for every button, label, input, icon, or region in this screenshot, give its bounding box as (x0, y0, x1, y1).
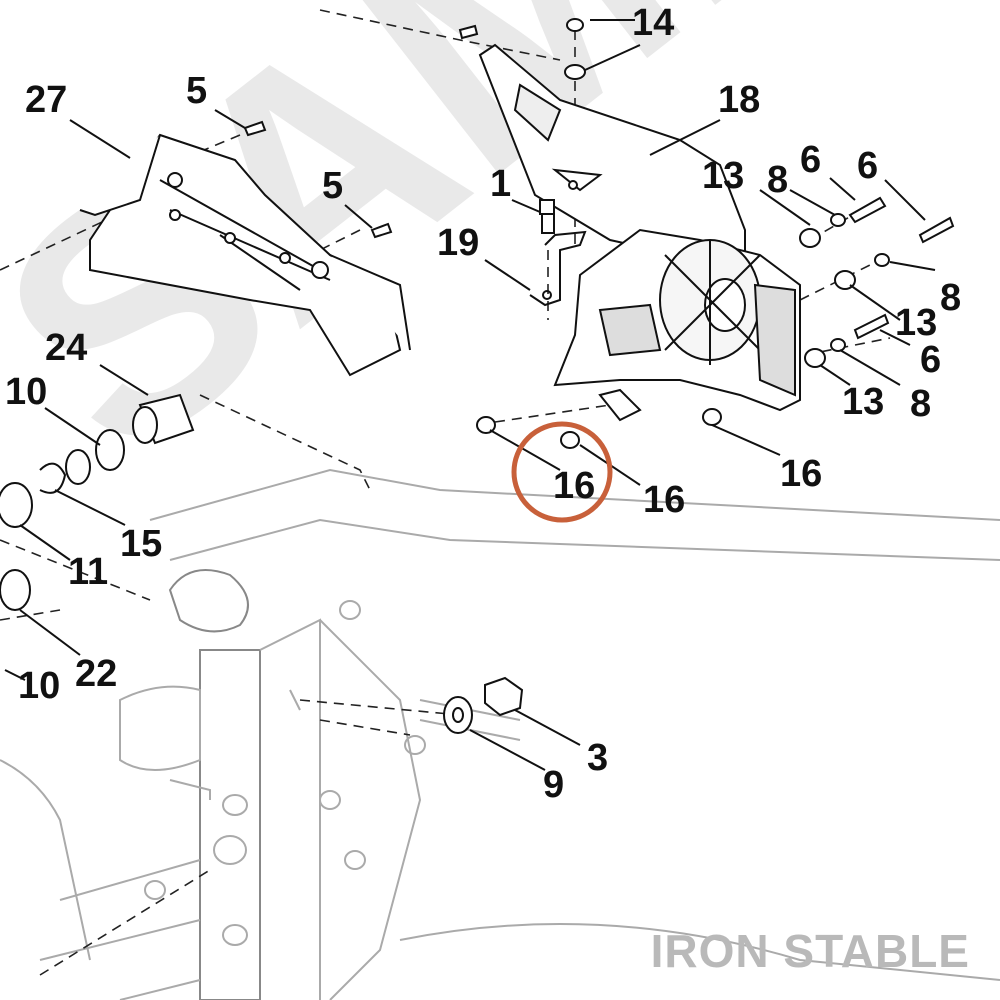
callout-10-lower: 10 (18, 665, 60, 707)
callout-13-bottom: 13 (842, 381, 884, 423)
part-27-cover (79, 133, 411, 377)
callout-labels: 14 27 5 18 5 1 13 8 6 6 19 8 24 13 6 10 … (5, 2, 961, 806)
part-18-bracket (478, 43, 746, 287)
callout-19: 19 (437, 222, 479, 264)
callout-24: 24 (45, 327, 87, 369)
brand-watermark: IRON STABLE (650, 925, 970, 977)
callout-18: 18 (718, 79, 760, 121)
sprocket-cover (553, 228, 801, 422)
callout-13-mid: 13 (895, 302, 937, 344)
hardware-parts (0, 18, 955, 734)
callout-3: 3 (587, 737, 608, 779)
callout-5-lower: 5 (322, 165, 343, 207)
callout-8-top: 8 (767, 159, 788, 201)
highlight-circle (511, 421, 613, 523)
callout-11: 11 (68, 551, 108, 593)
callout-9: 9 (543, 764, 564, 806)
callout-8-mid: 8 (940, 277, 961, 319)
callout-16-right: 16 (780, 453, 822, 495)
leader-lines (4, 19, 936, 771)
callout-13-top: 13 (702, 155, 744, 197)
callout-10-upper: 10 (5, 371, 47, 413)
callout-6-left: 6 (800, 139, 821, 181)
callout-22: 22 (75, 653, 117, 695)
callout-16-middle: 16 (643, 479, 685, 521)
callout-14: 14 (632, 2, 674, 44)
frame-assembly (0, 468, 1000, 1000)
callout-16-highlighted: 16 (553, 465, 595, 507)
callout-6-right: 6 (857, 145, 878, 187)
callout-6-lower: 6 (920, 339, 941, 381)
callout-5-upper: 5 (186, 70, 207, 112)
callout-1: 1 (490, 163, 511, 205)
callout-15: 15 (120, 523, 162, 565)
callout-8-bottom: 8 (910, 383, 931, 425)
callout-27: 27 (25, 79, 67, 121)
